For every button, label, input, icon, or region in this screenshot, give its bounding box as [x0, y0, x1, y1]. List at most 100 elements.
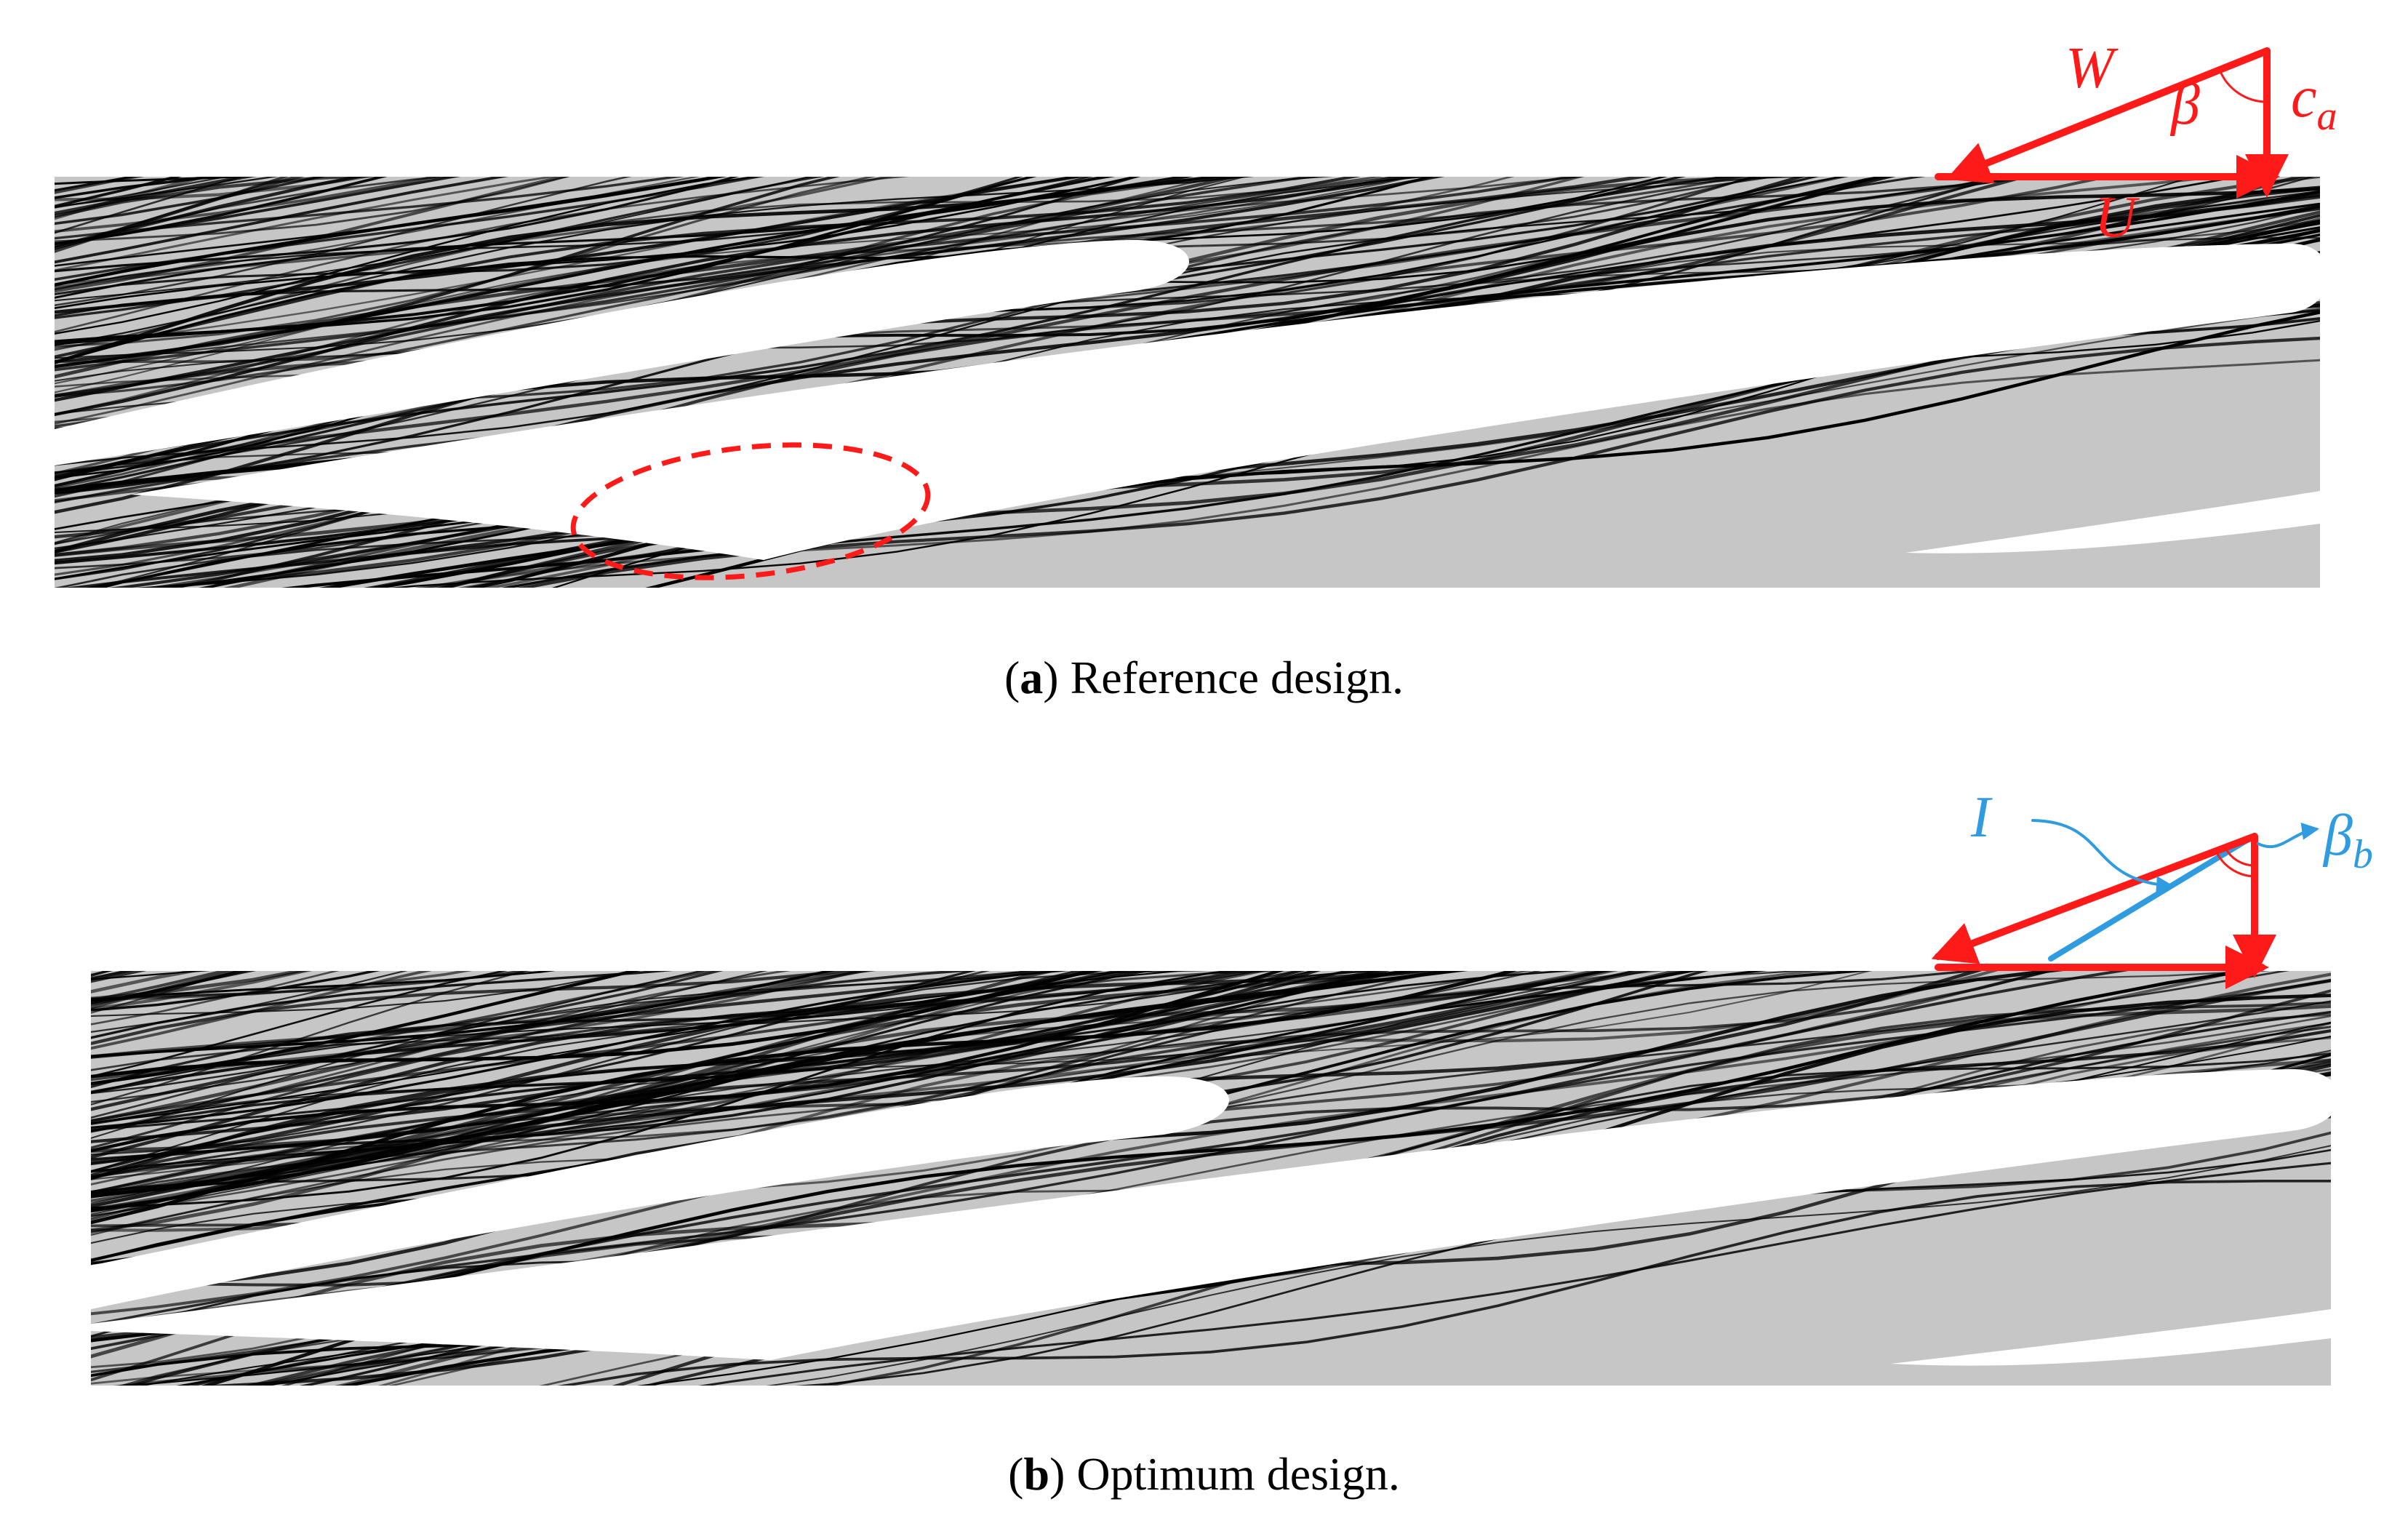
streamline — [91, 971, 1125, 1094]
streamline — [62, 756, 2360, 936]
streamline — [91, 971, 977, 1126]
streamline — [91, 971, 1452, 1196]
streamline — [91, 971, 835, 1058]
streamline — [91, 971, 1383, 1179]
streamline — [91, 971, 673, 1039]
streamline — [55, 177, 685, 240]
streamline — [91, 971, 1380, 1197]
streamline — [91, 971, 1097, 1079]
streamline — [457, 307, 2320, 588]
streamline — [91, 971, 1532, 1217]
streamline — [55, 177, 876, 348]
streamline — [55, 177, 1746, 398]
streamline — [62, 756, 2360, 906]
streamline — [55, 177, 841, 363]
streamline — [55, 177, 137, 192]
streamline — [422, 359, 2320, 588]
caption-a: (a) Reference design. — [1004, 652, 1404, 703]
streamline — [62, 756, 2360, 927]
streamline — [25, 0, 2349, 104]
panel-a-reference: W β ca U (a) Reference design. — [0, 0, 2408, 756]
streamline — [91, 971, 639, 1018]
streamline — [55, 177, 1193, 365]
streamline — [25, 0, 2349, 168]
streamline — [91, 971, 1681, 1221]
streamline — [25, 0, 2349, 135]
caption-b-letter: b — [1023, 1448, 1050, 1500]
streamline — [55, 177, 1404, 367]
separation-region-marker — [570, 442, 931, 580]
caption-a-text: Reference design. — [1058, 652, 1404, 703]
streamline — [55, 177, 740, 273]
relative-velocity-W-arrow — [1945, 47, 2271, 184]
beta-b-leader — [2257, 822, 2319, 849]
streamline — [55, 177, 375, 201]
streamline — [25, 0, 2349, 88]
blade-b-1 — [91, 1076, 1229, 1309]
streamline — [795, 1148, 2331, 1386]
panel-b-figure: I βb — [62, 756, 2373, 1386]
streamline — [55, 177, 1229, 369]
streamline — [91, 971, 1468, 1199]
streamline — [25, 0, 2349, 164]
panel-a-figure: W β ca U — [25, 0, 2349, 588]
streamline — [25, 0, 2349, 103]
streamline — [91, 971, 1285, 1153]
streamline — [25, 0, 2349, 159]
streamline — [55, 177, 1736, 479]
streamline — [55, 177, 1384, 351]
streamline — [55, 177, 1820, 495]
streamline — [55, 177, 1687, 492]
streamline — [91, 971, 1069, 1130]
streamline — [62, 756, 2360, 943]
streamline — [91, 971, 872, 1058]
streamline — [55, 177, 1140, 317]
streamline — [25, 0, 2349, 178]
streamline — [91, 971, 210, 980]
streamline — [55, 177, 145, 194]
streamline — [25, 0, 2349, 150]
streamline — [91, 971, 113, 978]
caption-a-letter: a — [1020, 652, 1044, 703]
streamline — [557, 1179, 2331, 1386]
streamline — [55, 177, 1580, 397]
streamline — [25, 0, 2349, 161]
beta-angle-arc — [2218, 68, 2268, 103]
streamline — [91, 971, 1391, 1176]
streamline — [62, 756, 2360, 923]
streamline — [55, 177, 1023, 296]
streamline — [55, 177, 456, 249]
streamline — [55, 177, 571, 243]
blade-b-2 — [91, 1069, 2331, 1360]
streamline — [25, 0, 2349, 129]
streamline — [25, 0, 2349, 167]
streamline — [91, 971, 1612, 1262]
streamline — [91, 971, 1244, 1149]
label-beta: β — [2169, 73, 2200, 137]
streamline — [62, 756, 2360, 951]
streamline — [91, 971, 132, 980]
streamline — [62, 756, 2360, 953]
streamline — [55, 177, 1849, 479]
streamline — [55, 177, 893, 289]
blade-a-1 — [55, 240, 1189, 465]
streamline — [91, 971, 473, 1001]
blade-a-3 — [1905, 491, 2320, 553]
streamline — [55, 177, 1141, 299]
streamline — [91, 971, 1044, 1111]
streamline — [91, 971, 1153, 1161]
streamline — [91, 971, 532, 1000]
streamline — [25, 0, 2349, 89]
relative-velocity-arrow-b — [1931, 833, 2258, 964]
streamline — [62, 756, 2360, 890]
streamline — [91, 971, 202, 994]
streamline — [91, 971, 529, 1106]
streamline — [25, 0, 2349, 165]
streamline — [55, 177, 441, 233]
streamline — [62, 756, 2360, 911]
streamline — [91, 971, 113, 976]
streamline — [55, 177, 1116, 345]
streamline — [55, 177, 569, 293]
streamline — [91, 971, 705, 1095]
streamline — [55, 177, 825, 319]
